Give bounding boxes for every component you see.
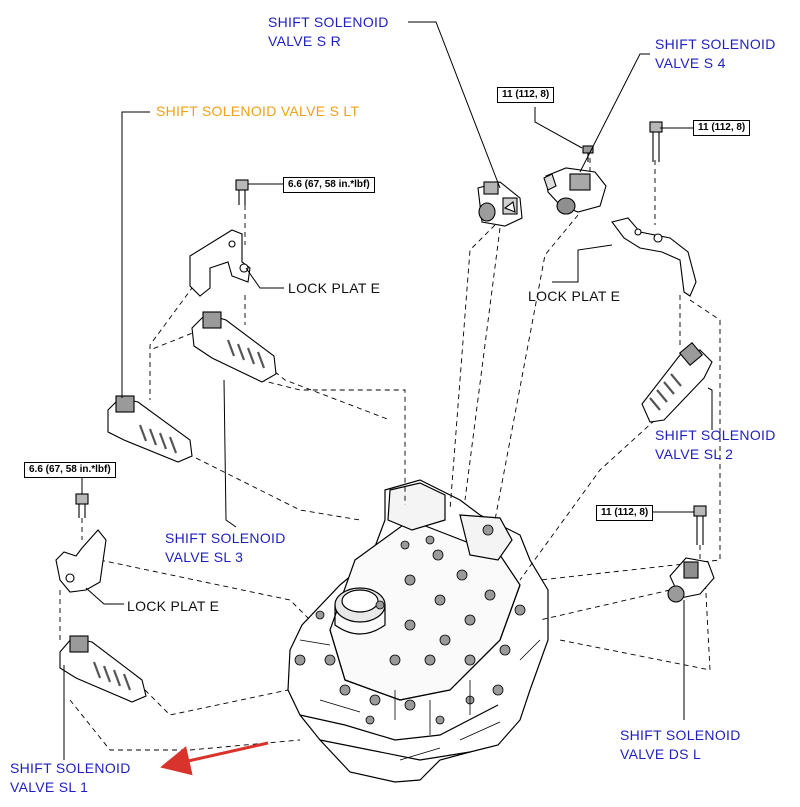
solenoid-valve-slt	[107, 395, 193, 463]
label-shift-solenoid-valve-sr: SHIFT SOLENOID VALVE S R	[268, 14, 389, 49]
label-shift-solenoid-valve-sl3: SHIFT SOLENOID VALVE SL 3	[165, 530, 286, 565]
solenoid-valve-s4	[543, 145, 607, 215]
label-shift-solenoid-valve-dsl: SHIFT SOLENOID VALVE DS L	[620, 727, 741, 762]
leader-lines	[63, 21, 713, 760]
solenoid-valve-dsl	[667, 505, 715, 603]
label-lock-plate-lower-left: LOCK PLAT E	[127, 598, 220, 614]
torque-spec-top-center: 11 (112, 8)	[497, 87, 555, 103]
label-lock-plate-right: LOCK PLAT E	[528, 288, 621, 304]
lock-plate-lower-left	[55, 493, 107, 593]
label-shift-solenoid-valve-sl1: SHIFT SOLENOID VALVE SL 1	[10, 760, 131, 795]
label-lock-plate-upper-left: LOCK PLAT E	[288, 280, 381, 296]
valve-body	[287, 479, 549, 783]
label-shift-solenoid-valve-slt: SHIFT SOLENOID VALVE S LT	[156, 103, 360, 119]
solenoid-valve-sl2	[641, 341, 713, 423]
torque-spec-sl1-lock-plate-bolt: 6.6 (67, 58 in.*lbf)	[24, 462, 116, 478]
solenoid-valve-sr	[477, 181, 523, 227]
torque-spec-right: 11 (112, 8)	[596, 505, 654, 521]
torque-spec-top-right: 11 (112, 8)	[693, 120, 751, 136]
label-shift-solenoid-valve-s4: SHIFT SOLENOID VALVE S 4	[655, 36, 776, 71]
label-shift-solenoid-valve-sl2: SHIFT SOLENOID VALVE SL 2	[655, 427, 776, 462]
torque-spec-slt-lock-plate-bolt: 6.6 (67, 58 in.*lbf)	[283, 177, 375, 193]
solenoid-valve-sl1	[59, 635, 147, 703]
solenoid-valve-sl3	[191, 311, 277, 383]
alignment-lines	[59, 158, 721, 751]
lock-plate-upper-left	[189, 179, 251, 297]
highlight-arrow	[160, 741, 269, 776]
lock-plate-right	[611, 121, 697, 297]
